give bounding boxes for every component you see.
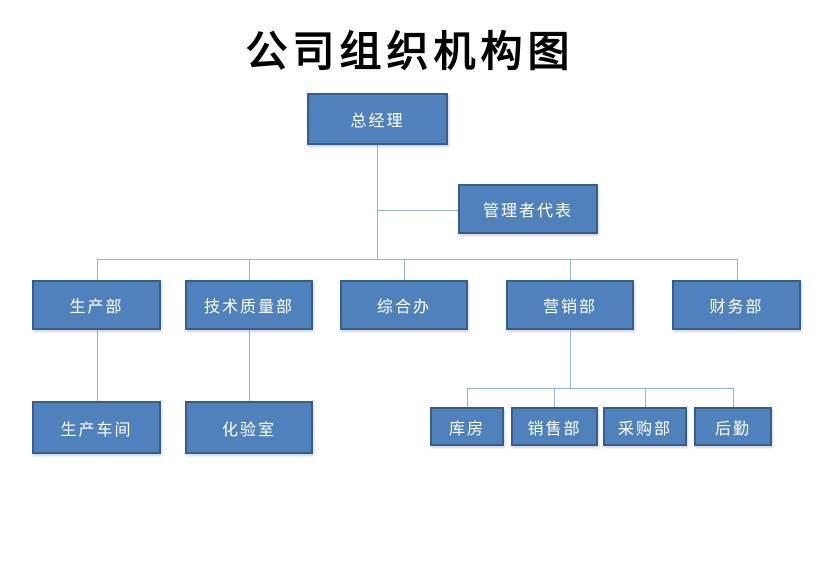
node-production-dept[interactable]: 生产部 [32, 280, 161, 330]
node-tech-quality-dept[interactable]: 技术质量部 [185, 280, 313, 330]
connector-drop-sales [554, 388, 555, 407]
node-finance-dept[interactable]: 财务部 [672, 280, 801, 330]
node-general-office[interactable]: 综合办 [340, 280, 468, 330]
node-production-workshop[interactable]: 生产车间 [32, 401, 161, 454]
connector-drop-warehouse [467, 388, 468, 407]
connector-drop-tech-quality [249, 259, 250, 280]
connector-production-to-workshop [97, 330, 98, 401]
connector-drop-general-office [404, 259, 405, 280]
connector-marketing-trunk [570, 330, 571, 388]
node-lab[interactable]: 化验室 [185, 401, 313, 454]
node-sales-dept[interactable]: 销售部 [511, 407, 598, 446]
connector-drop-logistics [733, 388, 734, 407]
connector-level2-bus [97, 259, 737, 260]
node-purchasing-dept[interactable]: 采购部 [603, 407, 687, 446]
node-warehouse[interactable]: 库房 [430, 407, 504, 446]
node-logistics[interactable]: 后勤 [694, 407, 772, 446]
connector-management-rep-branch [378, 210, 458, 211]
connector-drop-finance [737, 259, 738, 280]
connector-drop-marketing [570, 259, 571, 280]
node-management-representative[interactable]: 管理者代表 [458, 184, 598, 234]
connector-level3-bus [467, 388, 733, 389]
node-general-manager[interactable]: 总经理 [307, 93, 448, 145]
connector-drop-production [97, 259, 98, 280]
connector-techquality-to-lab [249, 330, 250, 401]
page-title: 公司组织机构图 [245, 27, 575, 76]
connector-trunk-vertical [377, 145, 378, 259]
node-marketing-dept[interactable]: 营销部 [506, 280, 634, 330]
connector-drop-purchasing [645, 388, 646, 407]
